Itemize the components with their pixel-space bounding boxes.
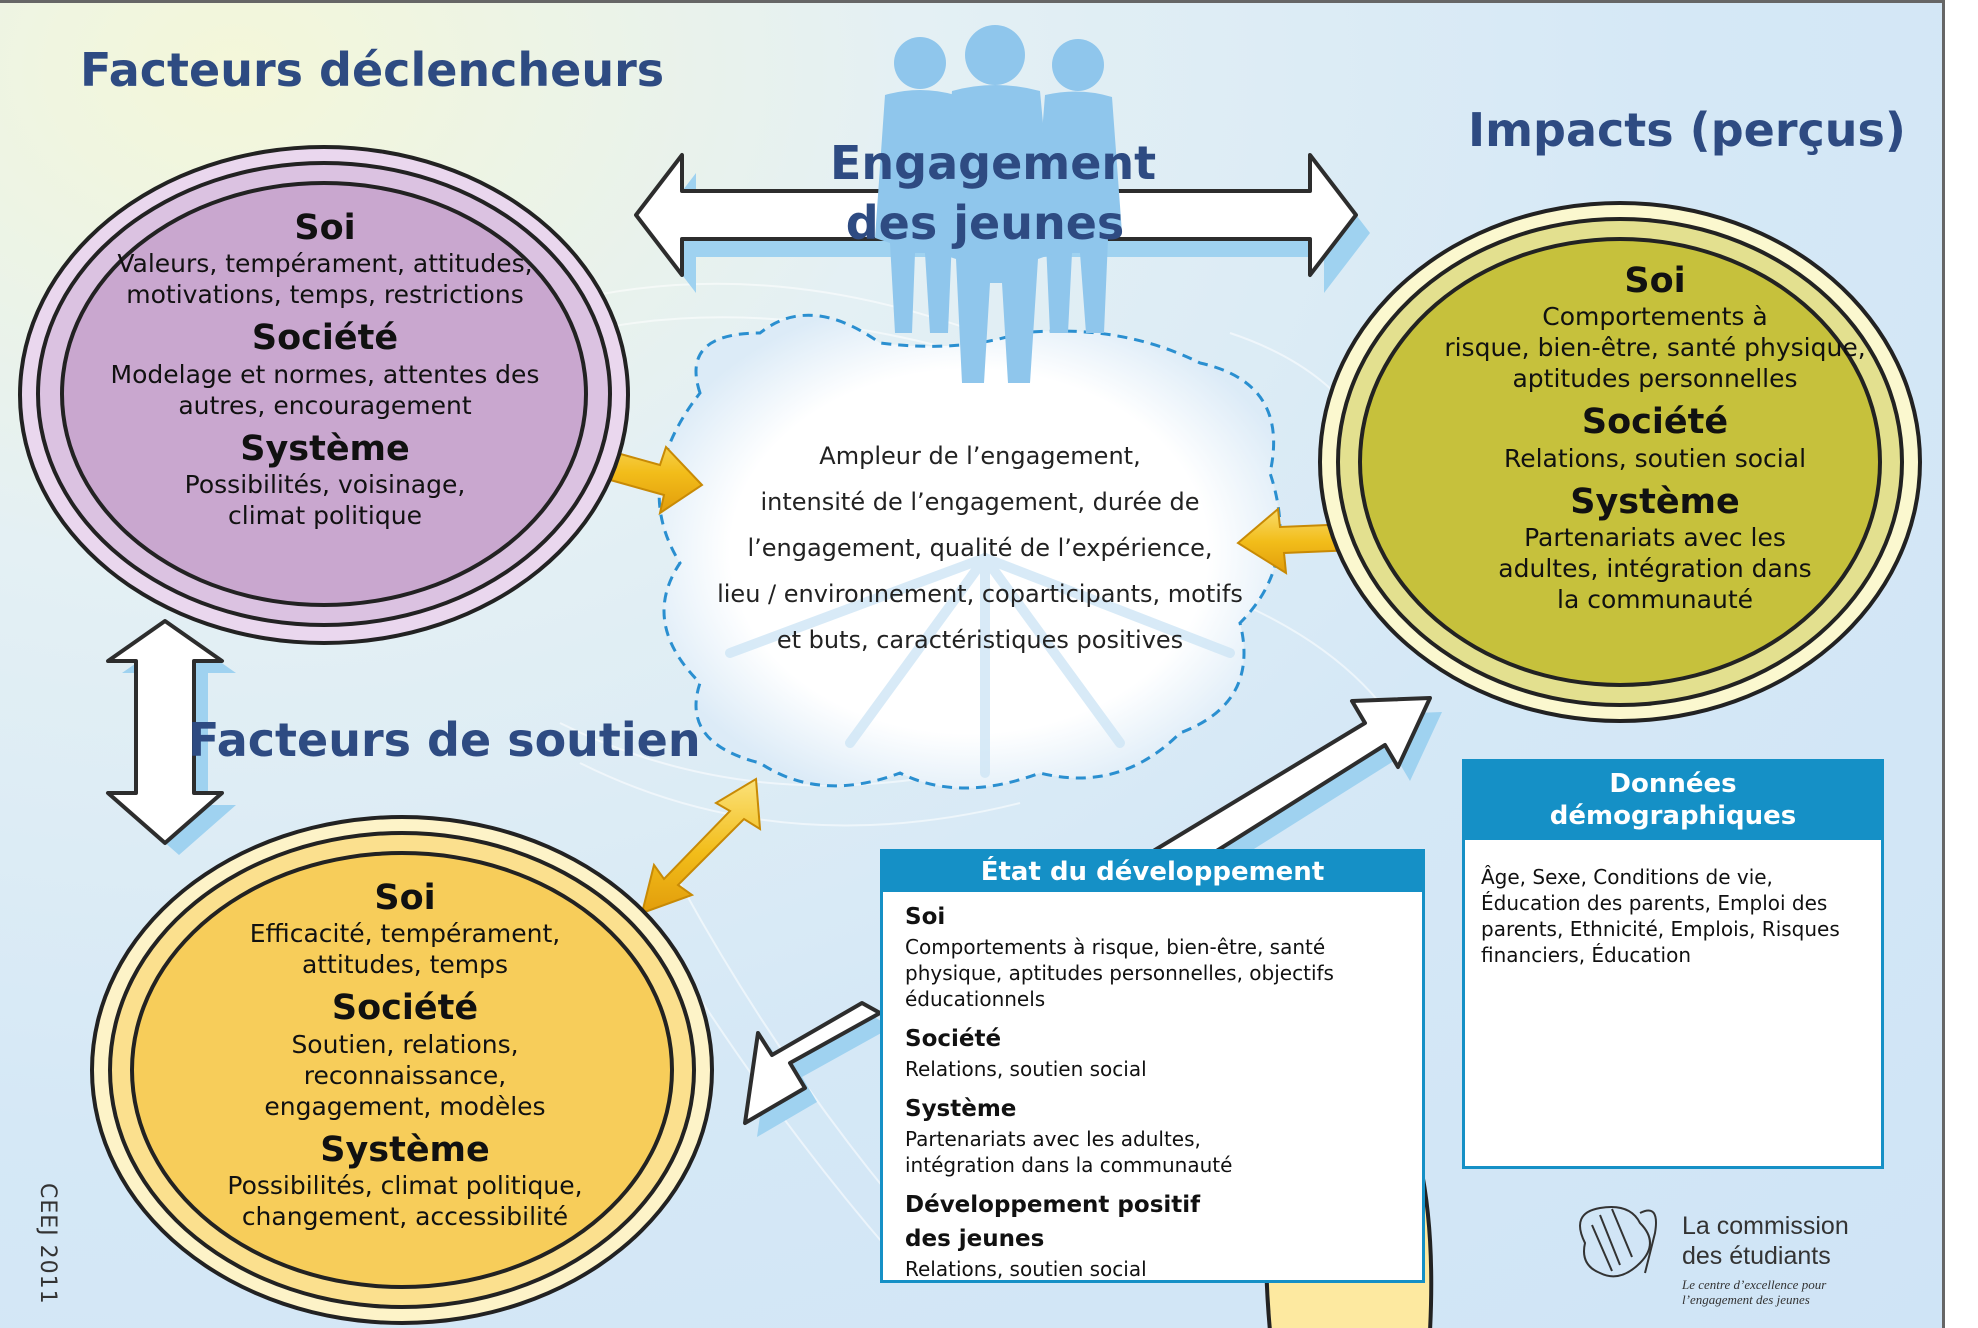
support-soi-title: Soi	[374, 878, 436, 918]
support-soi-text: Efficacité, tempérament,attitudes, temps	[249, 919, 561, 980]
triggers-societe-title: Société	[251, 318, 399, 359]
cloud-line-4: lieu / environnement, coparticipants, mo…	[717, 580, 1243, 608]
impacts-title: Impacts (perçus)	[1468, 103, 1906, 157]
cloud-line-5: et buts, caractéristiques positives	[776, 626, 1184, 654]
engagement-title: Engagement des jeunes	[830, 133, 1157, 253]
logo-tagline-2: l’engagement des jeunes	[1682, 1292, 1810, 1307]
engagement-title-line1: Engagement	[830, 136, 1157, 190]
logo-line-1: La commission	[1682, 1212, 1849, 1240]
demographics-box: Données démographiques Âge, Sexe, Condit…	[1462, 759, 1884, 1169]
logo-tagline-1: Le centre d’excellence pour	[1682, 1277, 1827, 1292]
demographics-header-line2: démographiques	[1549, 801, 1797, 831]
etat-soi-text: Comportements à risque, bien-être, santé…	[905, 935, 1334, 1011]
support-societe-title: Société	[331, 988, 479, 1029]
development-state-box: État du développement Soi Comportements …	[880, 849, 1425, 1283]
triggers-title: Facteurs déclencheurs	[80, 43, 665, 97]
cloud-line-3: l’engagement, qualité de l’expérience,	[747, 534, 1213, 562]
support-content: Soi Efficacité, tempérament,attitudes, t…	[190, 878, 620, 1240]
triggers-content: Soi Valeurs, tempérament, attitudes,moti…	[110, 208, 540, 539]
yellow-arrow-cloud-support	[640, 777, 762, 915]
cloud-line-2: intensité de l’engagement, durée de	[760, 488, 1200, 516]
etat-soi-title: Soi	[905, 904, 946, 930]
support-oval-inner	[130, 851, 674, 1289]
diagram-graphics	[106, 25, 1657, 1328]
triggers-soi-text: Valeurs, tempérament, attitudes,motivati…	[117, 249, 533, 310]
shell-logo-icon	[1579, 1206, 1657, 1278]
etat-systeme-text: Partenariats avec les adultes, intégrati…	[905, 1127, 1233, 1177]
engagement-cloud	[657, 313, 1282, 790]
arrow-triggers-support	[106, 619, 236, 855]
etat-systeme-title: Système	[905, 1096, 1017, 1122]
commission-logo-tagline: Le centre d’excellence pour l’engagement…	[1682, 1277, 1826, 1307]
development-state-header: État du développement	[883, 852, 1422, 892]
etat-societe-title: Société	[905, 1026, 1002, 1052]
support-systeme-title: Système	[320, 1129, 490, 1170]
etat-dev-text: Relations, soutien social	[905, 1257, 1147, 1281]
youth-silhouettes-icon	[875, 25, 1122, 383]
triggers-oval-inner	[60, 181, 588, 607]
demographics-header: Données démographiques	[1465, 762, 1881, 840]
engagement-dimensions-text: Ampleur de l’engagement, intensité de l’…	[715, 433, 1245, 663]
triggers-systeme-title: Système	[240, 428, 410, 469]
arrow-to-support	[743, 1001, 892, 1137]
support-title: Facteurs de soutien	[188, 713, 701, 767]
demographics-header-line1: Données	[1609, 769, 1737, 799]
demographics-body: Âge, Sexe, Conditions de vie, Éducation …	[1465, 840, 1881, 968]
demographics-text: Âge, Sexe, Conditions de vie, Éducation …	[1481, 865, 1840, 967]
support-societe-text: Soutien, relations, reconnaissance,engag…	[264, 1029, 546, 1121]
impacts-societe-text: Relations, soutien social	[1503, 443, 1807, 473]
support-systeme-text: Possibilités, climat politique,changemen…	[227, 1170, 583, 1231]
commission-logo-name: La commission des étudiants	[1682, 1211, 1849, 1271]
cloud-line-1: Ampleur de l’engagement,	[819, 442, 1141, 470]
triggers-soi-title: Soi	[294, 208, 356, 248]
logo-line-2: des étudiants	[1682, 1242, 1831, 1270]
impacts-soi-title: Soi	[1624, 261, 1686, 301]
impacts-systeme-title: Système	[1570, 481, 1740, 522]
etat-societe-text: Relations, soutien social	[905, 1057, 1147, 1081]
impacts-societe-title: Société	[1581, 402, 1729, 443]
copyright-label: CEEJ 2011	[35, 1183, 60, 1305]
development-state-body: Soi Comportements à risque, bien-être, s…	[883, 892, 1422, 1282]
impacts-oval-inner	[1358, 237, 1882, 687]
triggers-systeme-text: Possibilités, voisinage,climat politique	[184, 469, 466, 530]
engagement-title-line2: des jeunes	[845, 196, 1125, 250]
